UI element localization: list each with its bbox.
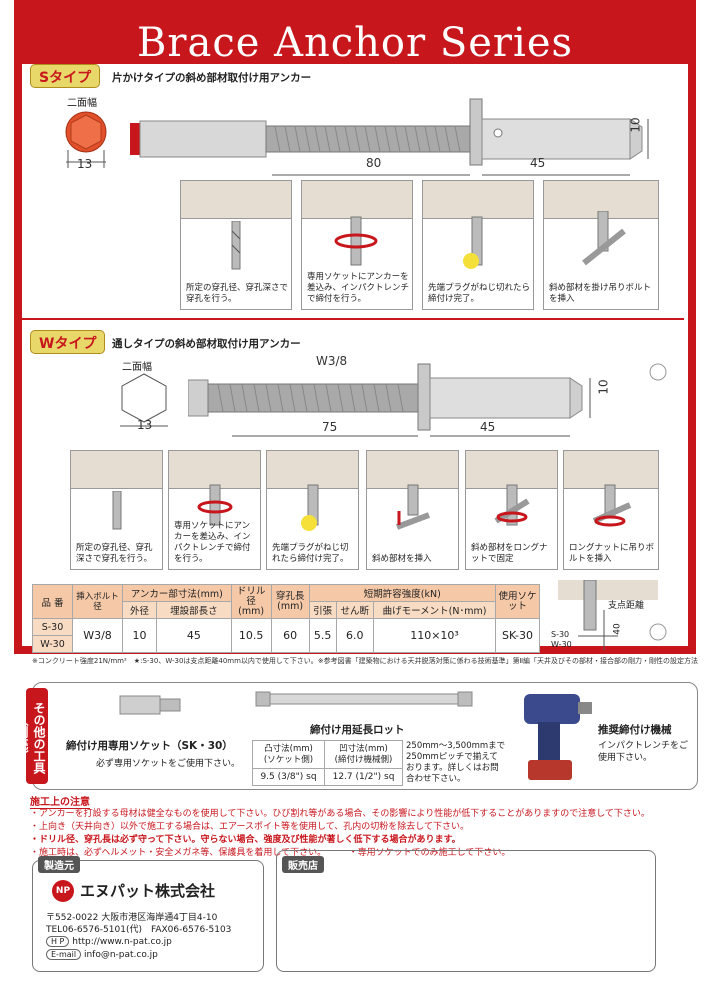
s-dim-length: 80 [366, 156, 382, 170]
drill-icon [231, 221, 241, 270]
machine-desc: インパクトレンチをご使用下さい。 [598, 741, 689, 763]
w-anchor-diagram [188, 363, 591, 437]
manufacturer-tel: TEL06-6576-5101(代) FAX06-6576-5103 [46, 925, 232, 935]
header-banner: Brace Anchor Series [14, 0, 696, 64]
socket-rotate-icon [334, 216, 378, 266]
fulcrum-models: S-30 W-30 [551, 630, 572, 649]
insert-arrow-icon [395, 484, 431, 530]
rod-table: 凸寸法(mm) (ソケット側) 凹寸法(mm) (締付け機械側) 9.5 (3/… [252, 740, 403, 786]
plug-break-icon [301, 484, 319, 531]
fulcrum-distance: 40 [612, 623, 623, 635]
w-dim-thread: W3/8 [316, 354, 348, 368]
spec-table: 品 番 挿入ボルト径 アンカー部寸法(mm) ドリル径(mm) 穿孔長(mm) … [32, 584, 540, 653]
impact-wrench-image [524, 694, 592, 780]
manufacturer-hp: H P http://www.n-pat.co.jp [46, 936, 172, 947]
w-step-3: 先端プラグがねじ切れたら締付け完了。 [266, 450, 359, 570]
brace-bolt-icon [582, 211, 626, 266]
section-divider [20, 318, 684, 320]
note-3: ・ドリル径、穿孔長は必ず守って下さい。守らない場合、強度及び性能が著しく低下する… [30, 835, 461, 845]
w-dim-tail: 45 [480, 420, 496, 434]
s-anchor-diagram [130, 98, 649, 176]
w-dim-length: 75 [322, 420, 338, 434]
manufacturer-box [32, 860, 264, 972]
long-nut-icon [494, 484, 530, 526]
note-1: ・アンカーを打設する母材は健全なものを使用して下さい。ひび割れ等がある場合、その… [30, 809, 650, 819]
manufacturer-company: エヌパット株式会社 [80, 882, 216, 900]
fulcrum-label: 支点距離 [608, 601, 645, 611]
hole-punch-icon [649, 363, 667, 381]
spec-footnote: ※コンクリート強度21N/mm² ★:S-30、W-30は支点距離40mm以内で… [32, 657, 698, 665]
manufacturer-label: 製造元 [38, 856, 80, 873]
socket-image [119, 695, 181, 715]
rod-image [255, 691, 473, 707]
w-step-5: 斜め部材をロングナットで固定 [465, 450, 558, 570]
w-dim-hex: 13 [137, 418, 153, 432]
fulcrum-diagram [558, 580, 658, 650]
manufacturer-mail: E-mail info@n-pat.co.jp [46, 949, 158, 960]
s-dim-tail: 45 [530, 156, 546, 170]
w-type-subtitle: 通しタイプの斜め部材取付け用アンカー [112, 338, 301, 350]
w-step-2: 専用ソケットにアンカーを差込み、インパクトレンチで締付を行う。 [168, 450, 261, 570]
manufacturer-address: 〒552-0022 大阪市港区海岸通4丁目4-10 [46, 913, 218, 923]
s-step-4: 斜め部材を掛け吊りボルトを挿入 [543, 180, 659, 310]
hang-bolt-icon [592, 484, 632, 527]
w-step-6: ロングナットに吊りボルトを挿入 [563, 450, 659, 570]
dealer-box [276, 850, 656, 972]
w-dim-diameter: 10 [596, 379, 611, 395]
s-dim-diameter: 10 [628, 117, 643, 133]
dealer-label: 販売店 [282, 856, 324, 873]
page-title: Brace Anchor Series [136, 20, 574, 64]
row-w30: W-30 [32, 635, 73, 653]
note-4: ・施工時は、必ずヘルメット・安全メガネ等、保護具を着用して下さい。 ・専用ソケッ… [30, 848, 511, 858]
s-step-3: 先端プラグがねじ切れたら締付け完了。 [422, 180, 534, 310]
rod-note: 250mm〜3,500mmまで250mmピッチで揃えております。詳しくはお問合わ… [406, 741, 506, 784]
plug-break-icon [463, 216, 483, 269]
s-type-tag: Sタイプ [30, 64, 101, 88]
s-step-2: 専用ソケットにアンカーを差込み、インパクトレンチで締付を行う。 [301, 180, 413, 310]
row-s30: S-30 [32, 618, 73, 636]
s-dim-hex: 13 [77, 157, 93, 171]
tools-side-label: その他の工具（別売） [15, 688, 48, 784]
socket-desc: 必ず専用ソケットをご使用下さい。 [96, 759, 241, 769]
s-step-1: 所定の穿孔径、穿孔深さで穿孔を行う。 [180, 180, 292, 310]
s-type-subtitle: 片かけタイプの斜め部材取付け用アンカー [112, 72, 312, 84]
notes-heading: 施工上の注意 [30, 793, 90, 809]
socket-rotate-icon [197, 484, 233, 526]
rod-title: 締付け用延長ロット [310, 724, 405, 736]
np-logo: NP [52, 880, 74, 902]
hole-punch-icon [649, 623, 667, 641]
w-type-tag: Wタイプ [30, 330, 106, 354]
w-step-1: 所定の穿孔径、穿孔深さで穿孔を行う。 [70, 450, 163, 570]
socket-title: 締付け用専用ソケット（SK・30） [66, 740, 233, 752]
s-hex-label: 二面幅 [67, 98, 97, 109]
w-hex-label: 二面幅 [122, 362, 152, 373]
machine-title: 推奨締付け機械 [598, 724, 672, 736]
drill-icon [112, 491, 122, 530]
note-2: ・上向き（天井向き）以外で施工する場合は、エアースポイト等を使用して、孔内の切粉… [30, 822, 470, 832]
w-step-4: 斜め部材を挿入 [366, 450, 459, 570]
w-hex-diagram [120, 373, 168, 427]
s-hex-diagram [65, 111, 107, 168]
